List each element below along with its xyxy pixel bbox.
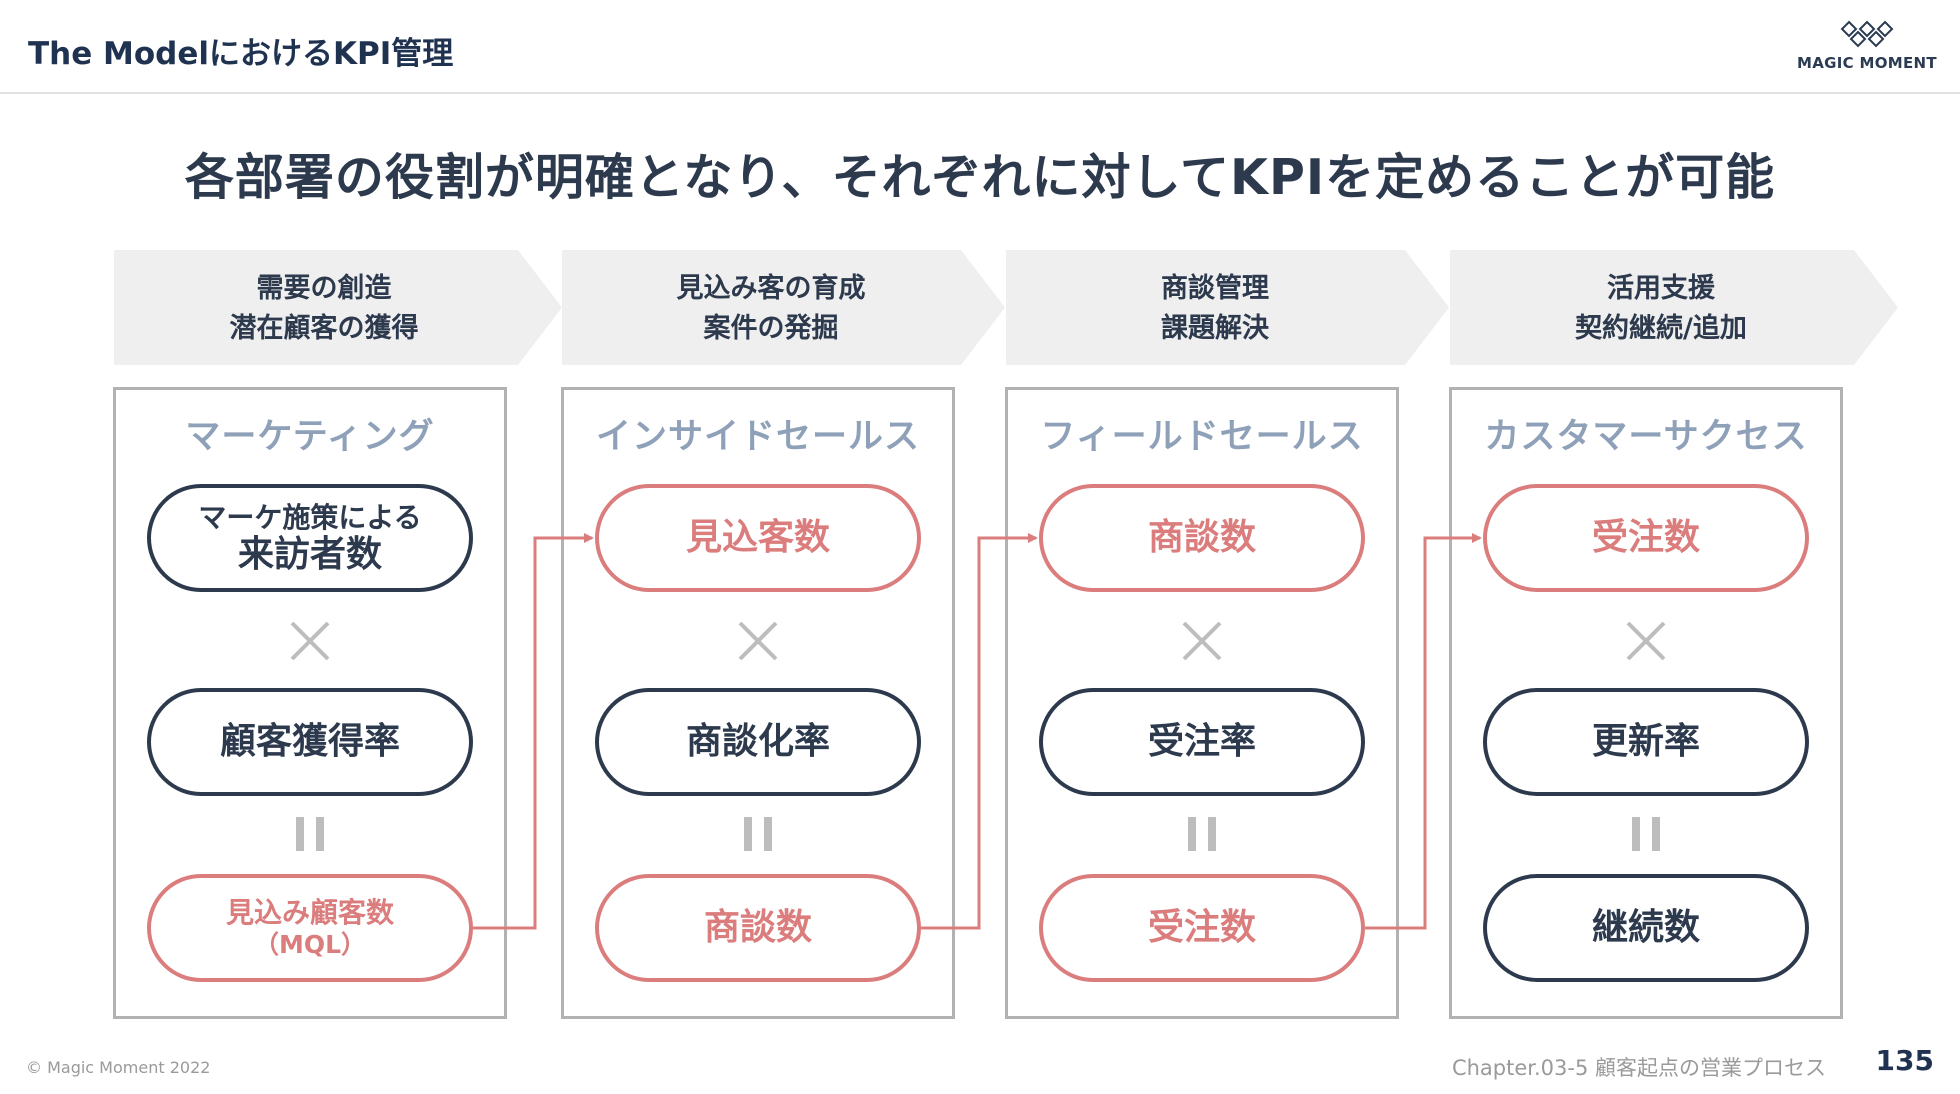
column-title-inside-sales: インサイドセールス xyxy=(595,417,920,457)
page-title: The ModelにおけるKPI管理 xyxy=(28,36,454,72)
kpi-mql-line-1: 見込み顧客数 xyxy=(225,896,394,930)
kpi-deals-pill: 商談数 xyxy=(595,874,921,982)
kpi-orders-label: 受注数 xyxy=(1147,907,1256,949)
kpi-deals-in-pill: 商談数 xyxy=(1039,484,1365,592)
kpi-prospects-label: 見込客数 xyxy=(685,517,830,559)
kpi-acquisition-rate-label: 顧客獲得率 xyxy=(219,721,400,763)
equals-icon xyxy=(740,817,776,851)
kpi-orders-in-pill: 受注数 xyxy=(1483,484,1809,592)
kpi-deals-in-label: 商談数 xyxy=(1147,517,1256,559)
kpi-deal-conversion-pill: 商談化率 xyxy=(595,688,921,796)
stage-4-line-1: 活用支援 xyxy=(1607,273,1715,304)
stage-3-line-2: 課題解決 xyxy=(1161,313,1269,344)
kpi-win-rate-pill: 受注率 xyxy=(1039,688,1365,796)
chapter-label: Chapter.03-5 顧客起点の営業プロセス xyxy=(1451,1056,1826,1080)
header-divider xyxy=(0,92,1960,94)
kpi-retained-label: 継続数 xyxy=(1591,907,1700,949)
kpi-mql-pill: 見込み顧客数 （MQL） xyxy=(147,874,473,982)
column-title-customer-success: カスタマーサクセス xyxy=(1484,417,1808,457)
connector-arrow-1 xyxy=(473,533,594,930)
stage-chevron-2 xyxy=(562,250,1005,365)
equals-icon xyxy=(1184,817,1220,851)
stage-chevron-3 xyxy=(1006,250,1449,365)
kpi-retained-pill: 継続数 xyxy=(1483,874,1809,982)
kpi-visitors-line-2: 来訪者数 xyxy=(237,534,382,575)
stage-chevron-1 xyxy=(114,250,562,365)
kpi-orders-in-label: 受注数 xyxy=(1591,517,1700,559)
kpi-deals-label: 商談数 xyxy=(703,907,812,949)
stage-2-line-2: 案件の発掘 xyxy=(703,313,839,344)
kpi-renewal-rate-label: 更新率 xyxy=(1591,721,1700,763)
multiply-icon xyxy=(290,621,330,661)
equals-icon xyxy=(292,817,328,851)
multiply-icon xyxy=(1182,621,1222,661)
copyright: © Magic Moment 2022 xyxy=(26,1058,211,1077)
page-number: 135 xyxy=(1875,1044,1934,1077)
kpi-visitors-line-1: マーケ施策による xyxy=(198,501,422,535)
kpi-deal-conversion-label: 商談化率 xyxy=(685,721,830,763)
logo-diamonds-icon xyxy=(1840,20,1894,48)
column-title-field-sales: フィールドセールス xyxy=(1040,417,1364,457)
kpi-visitors-pill: マーケ施策による 来訪者数 xyxy=(147,484,473,592)
main-heading: 各部署の役割が明確となり、それぞれに対してKPIを定めることが可能 xyxy=(184,149,1776,206)
kpi-prospects-pill: 見込客数 xyxy=(595,484,921,592)
multiply-icon xyxy=(1626,621,1666,661)
magic-moment-logo: MAGIC MOMENT xyxy=(1796,16,1938,76)
stage-2-line-1: 見込み客の育成 xyxy=(676,273,866,304)
connector-arrow-2 xyxy=(921,533,1038,930)
stage-3-line-1: 商談管理 xyxy=(1161,273,1269,304)
kpi-acquisition-rate-pill: 顧客獲得率 xyxy=(147,688,473,796)
kpi-win-rate-label: 受注率 xyxy=(1147,721,1256,763)
kpi-renewal-rate-pill: 更新率 xyxy=(1483,688,1809,796)
logo-text: MAGIC MOMENT xyxy=(1797,54,1937,72)
kpi-orders-pill: 受注数 xyxy=(1039,874,1365,982)
stage-chevron-4 xyxy=(1450,250,1898,365)
stage-1-line-2: 潜在顧客の獲得 xyxy=(229,313,419,344)
equals-icon xyxy=(1628,817,1664,851)
multiply-icon xyxy=(738,621,778,661)
stage-4-line-2: 契約継続/追加 xyxy=(1575,313,1747,344)
stage-1-line-1: 需要の創造 xyxy=(256,273,392,304)
column-title-marketing: マーケティング xyxy=(185,417,435,457)
kpi-mql-line-2: （MQL） xyxy=(253,929,367,959)
connector-arrow-3 xyxy=(1365,533,1482,930)
